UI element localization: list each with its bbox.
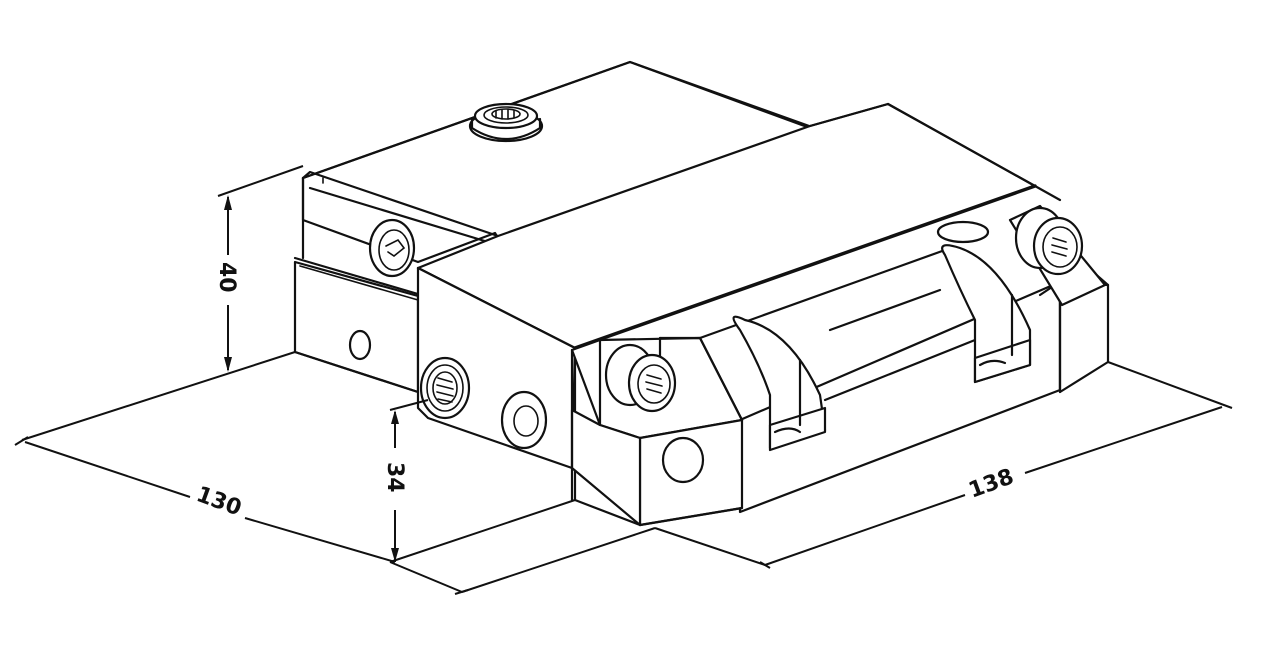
base-edges [293,350,744,527]
bracket-left [732,315,827,452]
dimension-34: 34 [382,399,429,562]
top-screw-icon [468,102,544,143]
dimension-130: 130 [24,441,396,563]
rear-upper-block [301,60,814,264]
bracket-right [936,220,1032,384]
dimension-extension-lines [14,351,296,446]
front-left-block [416,266,577,502]
socket-screw-front-icon [604,343,677,413]
side-screw-upper-icon [368,218,416,278]
dimension-label-34: 34 [382,462,407,493]
socket-screw-right-icon [1008,204,1107,307]
dimension-label-40: 40 [214,262,239,293]
dimension-label-130: 130 [193,482,245,521]
dimension-40: 40 [214,165,304,372]
dimension-label-138: 138 [966,464,1018,503]
base-outline [389,499,656,595]
